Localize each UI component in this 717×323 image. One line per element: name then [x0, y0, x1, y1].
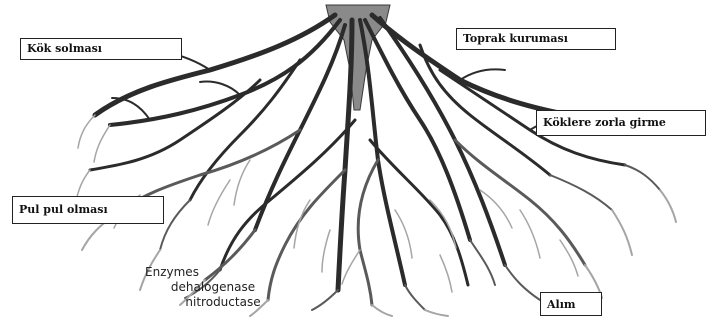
label-alim: Alım	[540, 292, 602, 316]
enzyme-line-3: nitroductase	[158, 296, 288, 308]
label-toprak-kurumasi: Toprak kuruması	[456, 28, 616, 50]
enzyme-line-2: dehalogenase	[148, 281, 278, 293]
label-koklere-zorla-girme: Köklere zorla girme	[536, 110, 706, 136]
label-kok-solmasi: Kök solması	[20, 38, 182, 60]
enzyme-line-1: Enzymes	[112, 266, 232, 278]
label-pul-pul-olmasi: Pul pul olması	[12, 196, 164, 224]
